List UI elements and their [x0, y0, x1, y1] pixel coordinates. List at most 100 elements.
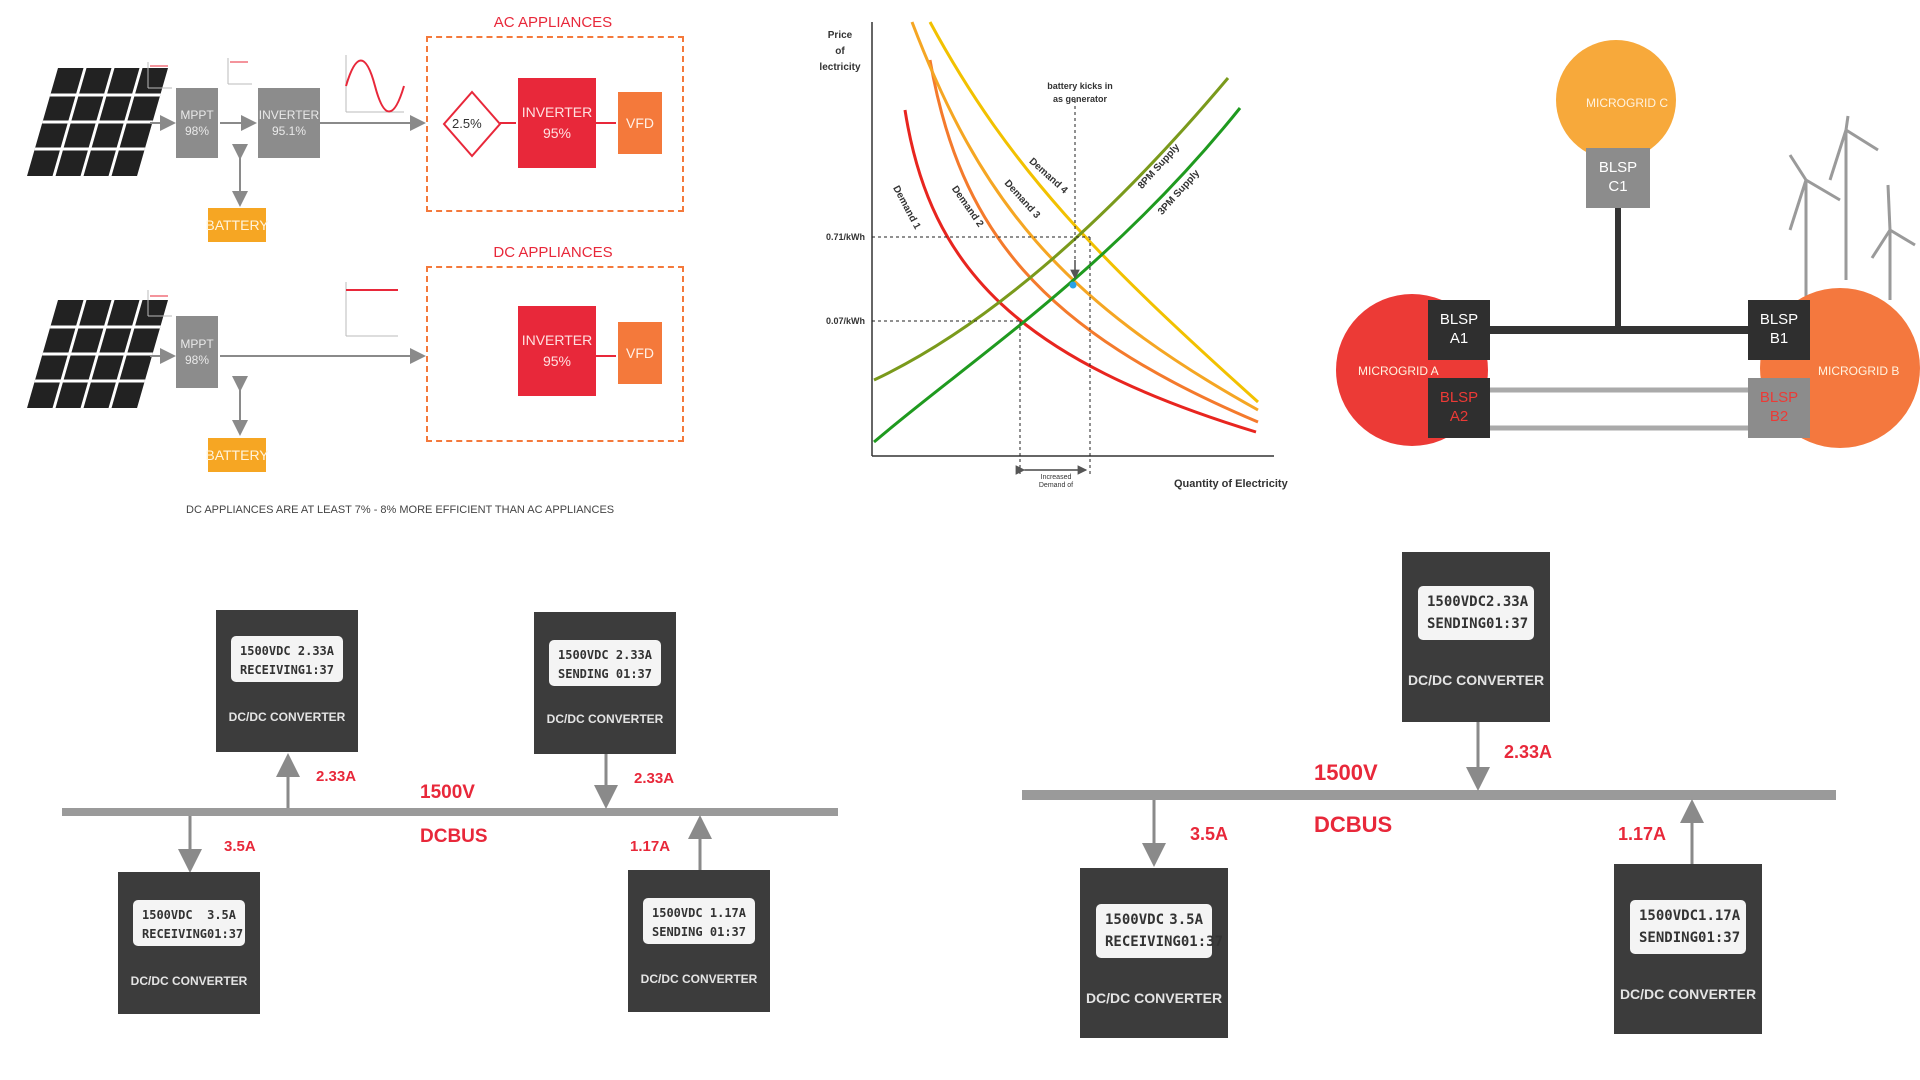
converter-time: 01:37: [207, 926, 244, 941]
converter-current: 3.5A: [207, 908, 236, 922]
solar-panel-icon: [27, 68, 168, 176]
flow-current-label: 2.33A: [316, 768, 357, 785]
y-axis-label: Price of lectricity: [818, 28, 862, 76]
bus-name-label: DCBUS: [420, 826, 488, 847]
converter-status: SENDING: [652, 924, 703, 939]
mini-chart-icon: [147, 282, 398, 337]
blsp-label: BLSP: [1439, 389, 1479, 407]
8pm-supply-line: [873, 77, 1230, 382]
converter-time: 01:37: [1698, 929, 1741, 946]
blsp-id: B1: [1769, 330, 1789, 347]
converter-display: 1500VDC 2.33A SENDING 01:37: [549, 640, 661, 686]
vfd-block: VFD: [618, 92, 662, 154]
converter-time: 01:37: [1486, 615, 1529, 632]
converter-voltage: 1500VDC: [142, 908, 193, 922]
bracket-label-line: Increased: [1040, 474, 1072, 481]
converter-voltage: 1500VDC: [1639, 908, 1699, 924]
flow-current-label: 3.5A: [224, 838, 256, 855]
converter-voltage: 1500VDC: [1427, 594, 1487, 610]
annotation-line: as generator: [1052, 93, 1108, 104]
blsp-id: B2: [1769, 408, 1789, 425]
rectifier-value: 2.5%: [452, 116, 482, 131]
demand-4-line: [928, 21, 1260, 404]
flow-current-label: 2.33A: [634, 770, 675, 787]
blsp-label: BLSP: [1439, 311, 1479, 329]
converter-current: 1.17A: [1698, 908, 1741, 924]
solar-panel-icon: [27, 300, 168, 408]
converter-time: 01:37: [1180, 933, 1224, 950]
bracket-label-line: Demand of: [1038, 482, 1074, 490]
battery-annotation: battery kicks in as generator: [1040, 80, 1120, 105]
equilibrium-marker: [1069, 281, 1077, 289]
mppt-label: MPPT: [180, 107, 214, 122]
inverter-value: 95%: [542, 125, 572, 141]
converter-status: SENDING: [1639, 929, 1699, 946]
blsp-b2: BLSP B2: [1748, 378, 1810, 438]
blsp-id: A2: [1449, 408, 1469, 425]
converter-voltage: 1500VDC: [558, 648, 609, 662]
x-axis-label: Quantity of Electricity: [1174, 478, 1288, 490]
inverter-block: INVERTER 95.1%: [258, 88, 320, 158]
converter-label: DC/DC CONVERTER: [130, 974, 248, 988]
converter-status: RECEIVING: [240, 662, 306, 677]
demand-3-line: [910, 21, 1259, 412]
wind-turbine-icon: [1788, 115, 1916, 300]
flow-current-label: 2.33A: [1504, 742, 1553, 762]
dc-bus-bar: [62, 808, 838, 816]
y-axis-label-line: lectricity: [819, 62, 861, 73]
converter-status: RECEIVING: [1105, 933, 1181, 950]
converter-current: 1.17A: [709, 906, 746, 920]
inverter-value: 95%: [542, 353, 572, 369]
mppt-label: MPPT: [180, 336, 214, 351]
converter-current: 2.33A: [615, 648, 652, 662]
dc-inverter-block: INVERTER 95%: [518, 306, 596, 396]
microgrid-c-circle: [1556, 40, 1676, 160]
demand-2-line: [928, 59, 1259, 424]
ac-appliances-title: AC APPLIANCES: [493, 14, 613, 31]
blsp-a2: BLSP A2: [1428, 378, 1490, 438]
blsp-label: BLSP: [1759, 311, 1799, 329]
mppt-value: 98%: [184, 124, 210, 138]
flow-current-label: 1.17A: [630, 838, 671, 855]
blsp-id: C1: [1608, 178, 1628, 195]
microgrid-b-label: MICROGRID B: [1818, 364, 1900, 378]
converter-voltage: 1500VDC: [1105, 912, 1165, 928]
increased-demand-label: Increased Demand of: [1030, 474, 1082, 491]
converter-label: DC/DC CONVERTER: [228, 710, 346, 724]
demand-1-line: [903, 109, 1257, 434]
rectifier-diamond-icon: [442, 90, 502, 158]
microgrid-c-label: MICROGRID C: [1586, 96, 1668, 110]
blsp-label: BLSP: [1759, 389, 1799, 407]
mppt-block: MPPT 98%: [176, 316, 218, 388]
converter-current: 2.33A: [1486, 594, 1529, 610]
blsp-id: A1: [1449, 330, 1469, 347]
y-axis-label-line: Price: [827, 30, 853, 41]
bus-voltage-label: 1500V: [1314, 760, 1378, 785]
inverter-label: INVERTER: [521, 332, 593, 348]
converter-label: DC/DC CONVERTER: [1407, 672, 1545, 688]
y-tick-label: 0.07/kWh: [826, 316, 866, 326]
battery-block: BATTERY: [205, 438, 269, 472]
converter-time: 01:37: [615, 666, 652, 681]
converter-status: SENDING: [558, 666, 609, 681]
battery-block: BATTERY: [205, 208, 269, 242]
dc-bus-bar: [1022, 790, 1836, 800]
blsp-b1: BLSP B1: [1748, 300, 1810, 360]
converter-voltage: 1500VDC: [652, 906, 703, 920]
efficiency-footnote: DC APPLIANCES ARE AT LEAST 7% - 8% MORE …: [186, 504, 615, 516]
inverter-label: INVERTER: [258, 107, 320, 122]
inverter-value: 95.1%: [271, 124, 307, 138]
inverter-label: INVERTER: [521, 104, 593, 120]
mini-chart-icon: [147, 55, 405, 113]
